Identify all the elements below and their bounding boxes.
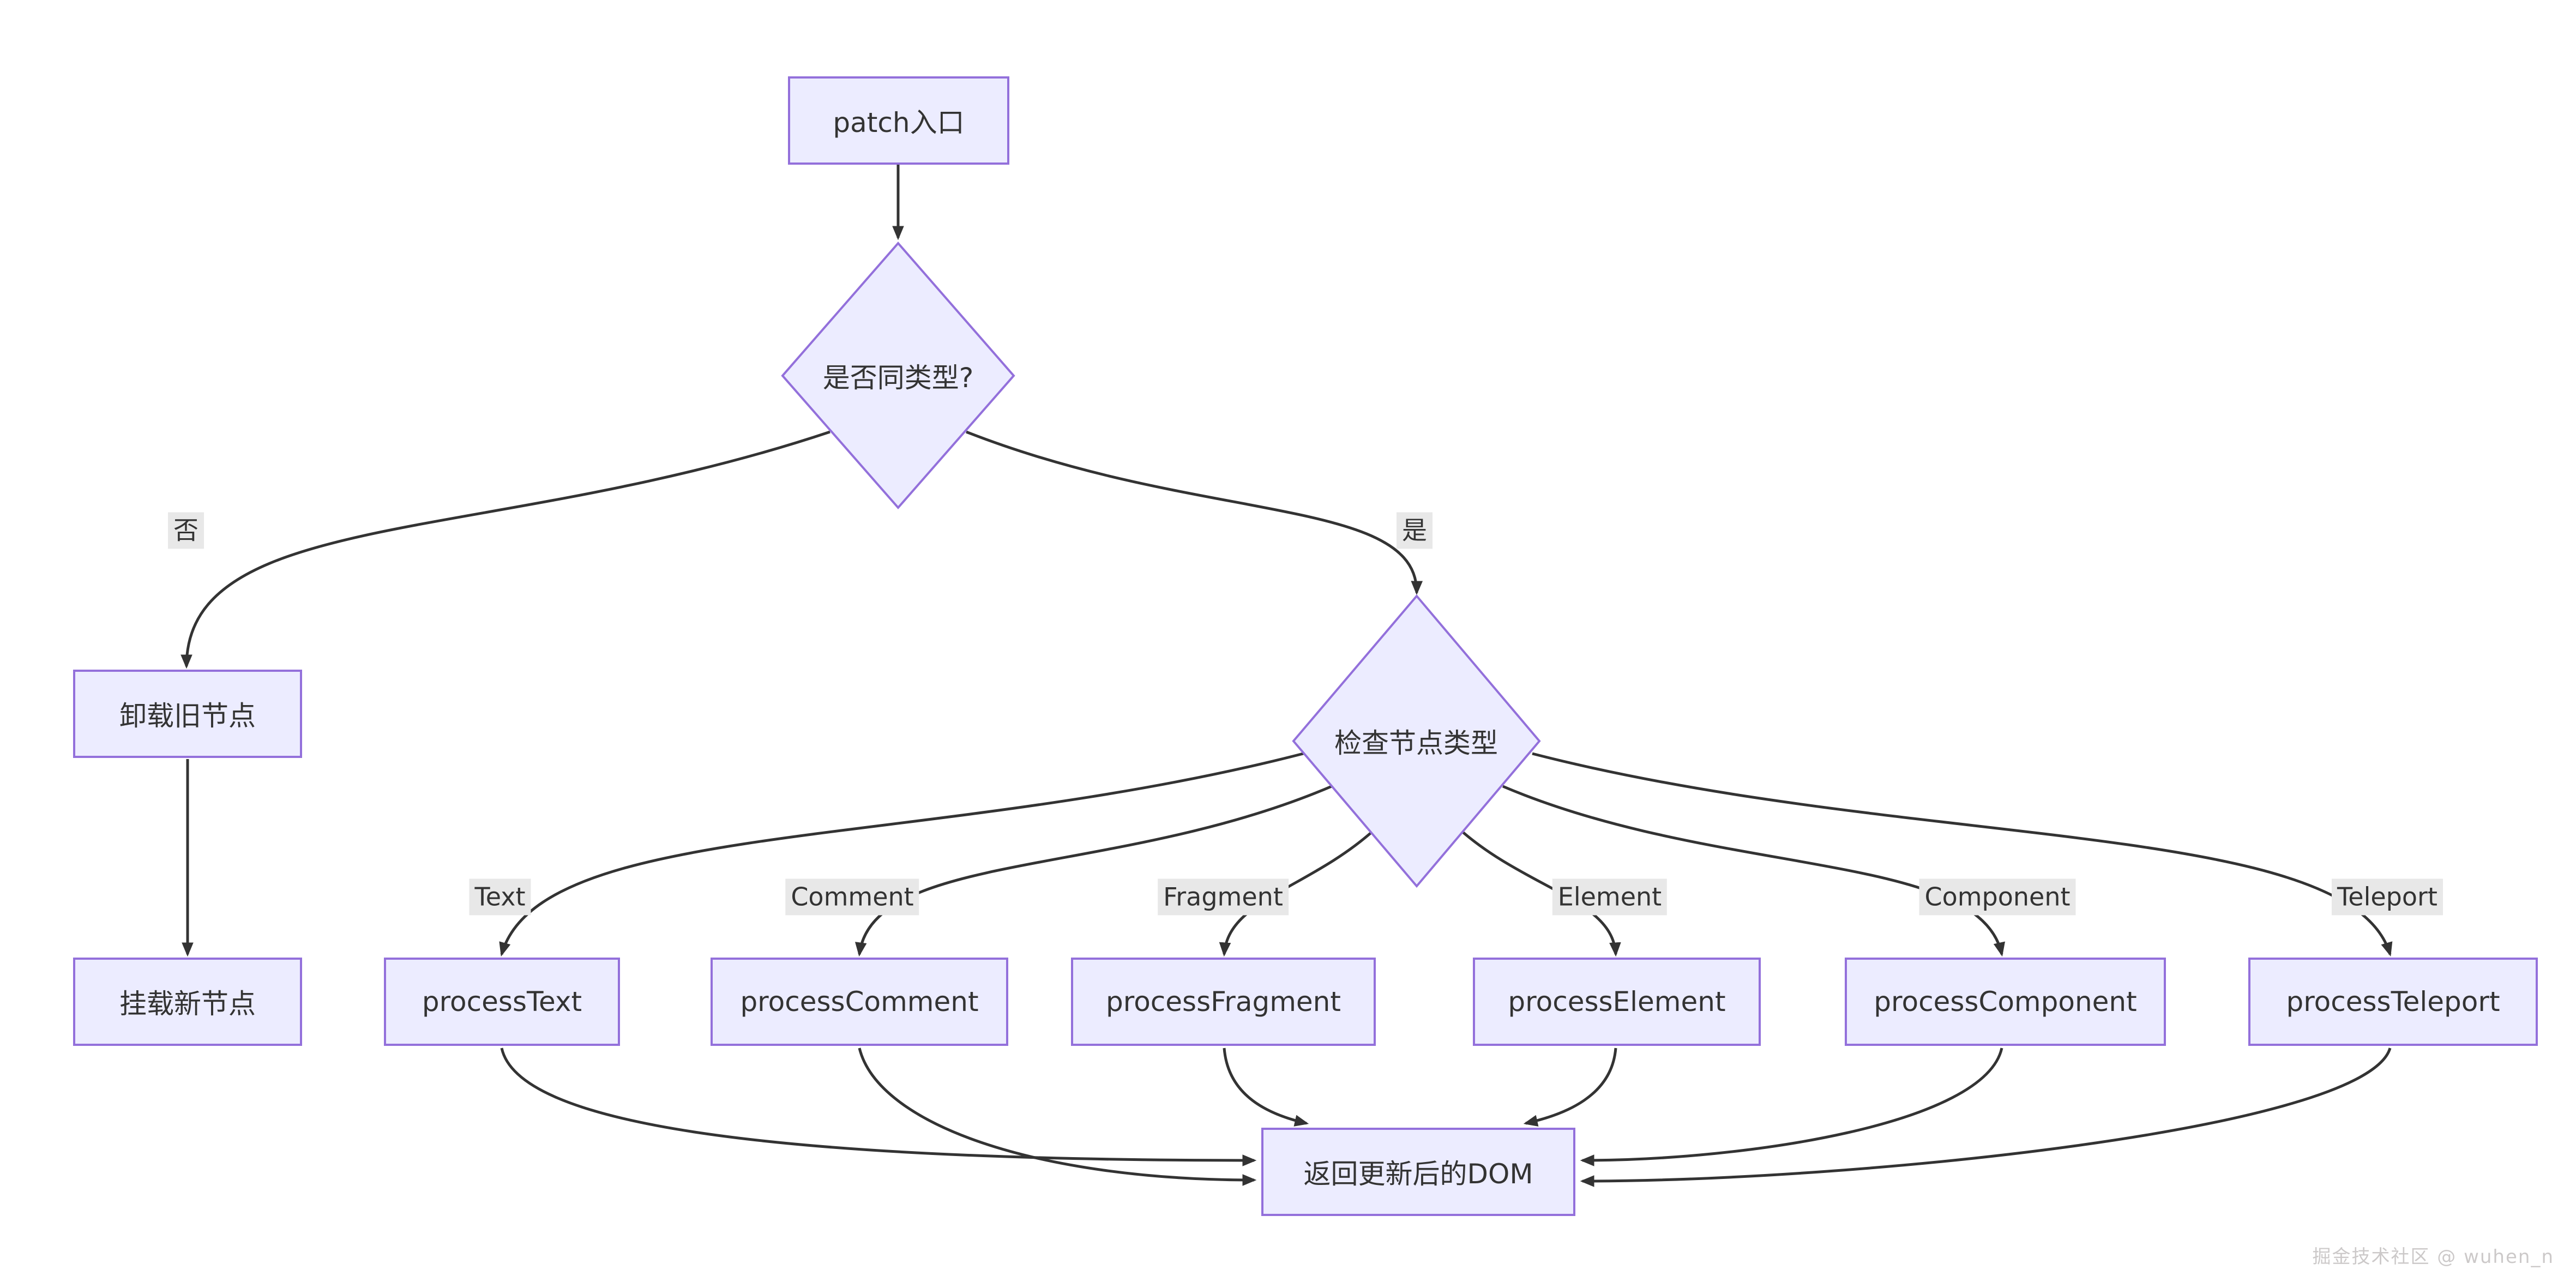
decision-check-node-type-shape — [1292, 594, 1541, 888]
node-process-component: processComponent — [1845, 958, 2166, 1046]
node-mount-new: 挂载新节点 — [73, 958, 302, 1046]
edge-label-element: Element — [1552, 878, 1668, 916]
edge-label-component: Component — [1919, 878, 2076, 916]
node-process-text: processText — [384, 958, 620, 1046]
edge-label-text: Text — [469, 878, 531, 916]
edge-processteleport-to-return — [1580, 1048, 2392, 1187]
decision-same-type-label: 是否同类型? — [822, 362, 974, 394]
node-process-fragment: processFragment — [1071, 958, 1376, 1046]
edge-label-yes: 是 — [1397, 512, 1433, 549]
edge-processfragment-to-return — [1223, 1048, 1309, 1127]
decision-check-node-type-label: 检查节点类型 — [1334, 727, 1498, 759]
edge-processcomment-to-return — [858, 1048, 1257, 1186]
watermark-text: 掘金技术社区 @ wuhen_n — [2312, 1246, 2554, 1268]
edge-processtext-to-return — [500, 1048, 1257, 1166]
edge-sametype-yes-checktype — [966, 430, 1423, 595]
node-process-element: processElement — [1473, 958, 1761, 1046]
edge-label-fragment: Fragment — [1158, 878, 1289, 916]
edge-checktype-to-processtext — [499, 752, 1304, 957]
node-return-dom: 返回更新后的DOM — [1261, 1128, 1575, 1216]
edge-checktype-to-processcomment — [855, 785, 1332, 957]
decision-same-type-shape — [781, 241, 1015, 510]
edge-label-comment: Comment — [785, 878, 919, 916]
edge-processelement-to-return — [1523, 1048, 1617, 1127]
edge-processcomponent-to-return — [1580, 1048, 2003, 1166]
edge-checktype-to-processcomponent — [1502, 785, 2005, 957]
edge-sametype-no-unmount — [180, 430, 830, 669]
node-patch-entry: patch入口 — [788, 76, 1009, 165]
edge-label-no: 否 — [168, 512, 204, 549]
edge-label-teleport: Teleport — [2332, 878, 2443, 916]
edge-checktype-to-processteleport — [1532, 752, 2393, 957]
node-process-comment: processComment — [711, 958, 1008, 1046]
node-unmount-old: 卸载旧节点 — [73, 670, 302, 758]
node-process-teleport: processTeleport — [2248, 958, 2538, 1046]
